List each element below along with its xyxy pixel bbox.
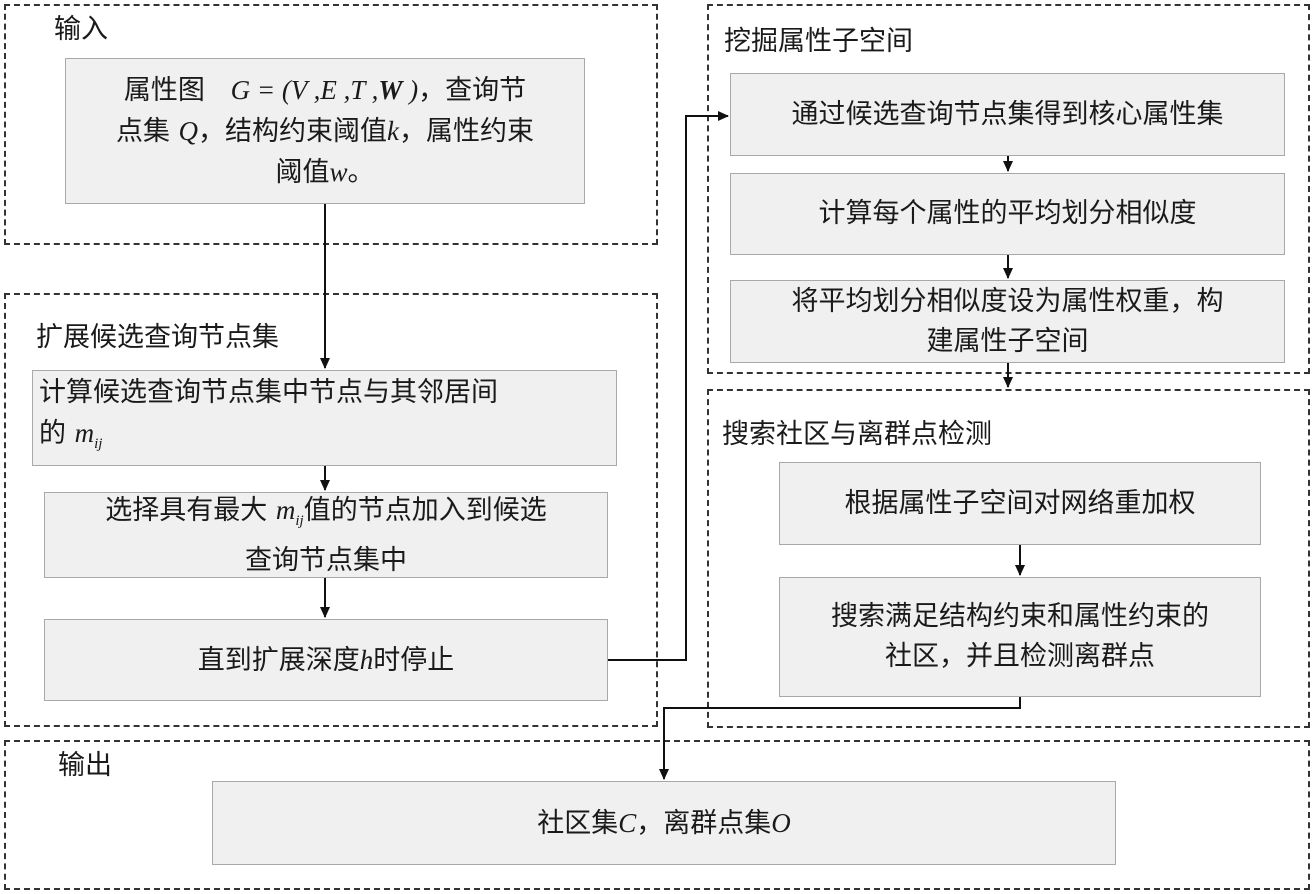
formula-w: W <box>378 74 403 105</box>
formula-g: G <box>230 74 251 105</box>
mij-symbol-1: m <box>74 417 95 448</box>
expand-region-title: 扩展候选查询节点集 <box>36 322 279 353</box>
input-text-6: 阈值 <box>275 156 330 188</box>
select-text-3: 查询节点集中 <box>245 544 407 576</box>
k-symbol: k <box>387 115 400 146</box>
compute-mij-text: 计算候选查询节点集中节点与其邻居间 的 mij <box>39 373 498 464</box>
output-text-1: 社区集 <box>537 807 619 839</box>
search-community-text: 搜索满足结构约束和属性约束的 社区，并且检测离群点 <box>831 597 1209 677</box>
input-text-5: ，属性约束 <box>399 115 535 147</box>
output-region <box>4 740 1310 890</box>
attribute-weight-text: 将平均划分相似度设为属性权重，构 建属性子空间 <box>792 282 1224 362</box>
mij-symbol-2: m <box>275 494 296 525</box>
attribute-weight-box: 将平均划分相似度设为属性权重，构 建属性子空间 <box>730 280 1285 363</box>
search-region-title: 搜索社区与离群点检测 <box>722 419 992 450</box>
mij-subscript-2: ij <box>295 512 304 529</box>
formula-t: T <box>350 74 365 105</box>
mine-region-title: 挖掘属性子空间 <box>724 26 913 57</box>
search-community-box: 搜索满足结构约束和属性约束的 社区，并且检测离群点 <box>779 577 1261 697</box>
outlier-set-symbol: O <box>771 807 791 838</box>
reweight-network-text: 根据属性子空间对网络重加权 <box>844 487 1196 519</box>
compute-mij-line2: 的 <box>39 417 66 449</box>
input-text-4: ，结构约束阈值 <box>198 115 388 147</box>
stop-at-depth-text: 直到扩展深度h时停止 <box>198 640 455 681</box>
partition-similarity-text: 计算每个属性的平均划分相似度 <box>818 198 1197 229</box>
h-symbol: h <box>359 644 374 675</box>
w-symbol: w <box>329 156 348 187</box>
input-text-1: 属性图 <box>123 74 205 106</box>
input-formula: G = (V ,E ,T ,W ) <box>230 74 419 105</box>
search-community-line1: 搜索满足结构约束和属性约束的 <box>831 601 1209 632</box>
input-region-title: 输入 <box>54 14 108 45</box>
input-region <box>4 4 658 245</box>
select-max-mij-text: 选择具有最大 mij值的节点加入到候选 查询节点集中 <box>105 490 546 581</box>
community-set-symbol: C <box>618 807 637 838</box>
core-attribute-box: 通过候选查询节点集得到核心属性集 <box>730 73 1285 156</box>
arrow-expand-to-mine <box>608 111 729 661</box>
compute-mij-box: 计算候选查询节点集中节点与其邻居间 的 mij <box>32 370 617 466</box>
arrow-search-to-output <box>659 697 1021 780</box>
input-text-3: 点集 <box>115 115 170 147</box>
core-attribute-text: 通过候选查询节点集得到核心属性集 <box>791 98 1224 130</box>
attribute-weight-line2: 建属性子空间 <box>926 325 1089 357</box>
partition-similarity-box: 计算每个属性的平均划分相似度 <box>730 173 1285 255</box>
select-max-mij-box: 选择具有最大 mij值的节点加入到候选 查询节点集中 <box>44 492 608 578</box>
output-result-text: 社区集C，离群点集O <box>537 803 791 844</box>
select-text-2: 值的节点加入到候选 <box>303 494 547 526</box>
select-text-1: 选择具有最大 <box>105 494 268 526</box>
input-description-box: 属性图 G = (V ,E ,T ,W )，查询节 点集 Q，结构约束阈值k，属… <box>65 58 585 204</box>
reweight-network-box: 根据属性子空间对网络重加权 <box>779 462 1261 545</box>
stop-at-depth-box: 直到扩展深度h时停止 <box>44 619 608 701</box>
formula-v: V <box>290 74 307 105</box>
search-region <box>707 389 1310 728</box>
mij-subscript-1: ij <box>94 435 103 452</box>
expand-region <box>4 293 658 727</box>
input-text-7: 。 <box>347 156 375 188</box>
stop-text-2: 时停止 <box>373 644 455 676</box>
attribute-weight-line1: 将平均划分相似度设为属性权重，构 <box>791 285 1224 317</box>
compute-mij-line1: 计算候选查询节点集中节点与其邻居间 <box>39 376 498 408</box>
stop-text-1: 直到扩展深度 <box>197 644 360 676</box>
output-result-box: 社区集C，离群点集O <box>212 781 1116 865</box>
input-text-2: ，查询节 <box>418 74 527 106</box>
query-set-symbol: Q <box>178 115 199 146</box>
output-region-title: 输出 <box>58 750 112 781</box>
formula-e: E <box>320 74 337 105</box>
search-community-line2: 社区，并且检测离群点 <box>885 641 1155 672</box>
output-text-2: ，离群点集 <box>636 807 772 839</box>
input-description-text: 属性图 G = (V ,E ,T ,W )，查询节 点集 Q，结构约束阈值k，属… <box>116 70 534 193</box>
